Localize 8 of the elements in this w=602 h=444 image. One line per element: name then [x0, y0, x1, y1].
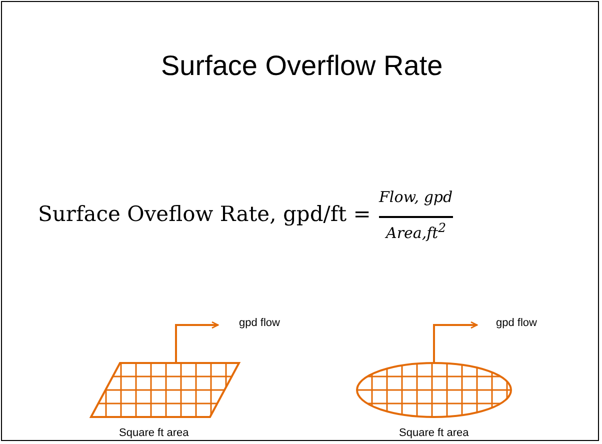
formula-text: Surface Oveflow Rate, gpd/ft = — [38, 202, 371, 226]
area-caption: Square ft area — [399, 427, 469, 439]
area-caption: Square ft area — [119, 427, 189, 439]
flow-label: gpd flow — [496, 317, 537, 329]
flow-label: gpd flow — [239, 317, 280, 329]
numerator: Flow, gpd — [379, 188, 453, 206]
denominator: Area,ft$^{2}$ — [386, 220, 446, 242]
slide-title: Surface Overflow Rate — [161, 50, 443, 82]
